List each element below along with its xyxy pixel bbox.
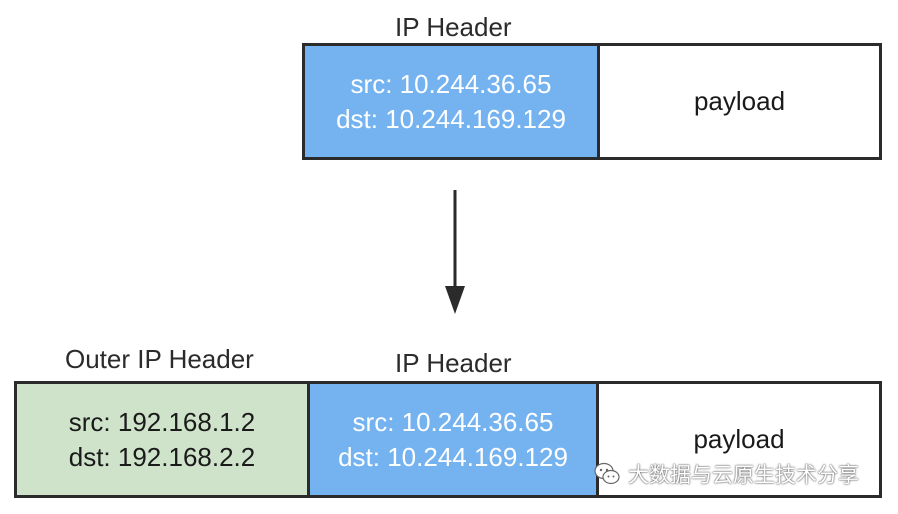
top-payload-cell: payload [597,46,879,157]
top-src-address: src: 10.244.36.65 [350,68,552,99]
bottom-payload-label: payload [693,424,785,454]
bottom-payload-cell: payload [596,384,879,495]
top-dst-address: dst: 10.244.169.129 [336,103,566,134]
inner-src-address: src: 10.244.36.65 [352,406,554,437]
watermark-text: 大数据与云原生技术分享 [628,463,859,487]
outer-dst-address: dst: 192.168.2.2 [68,441,256,472]
inner-ip-header-cell: src: 10.244.36.65 dst: 10.244.169.129 [307,384,596,495]
outer-ip-header-cell: src: 192.168.1.2 dst: 192.168.2.2 [17,384,307,495]
bottom-ip-header-title: IP Header [395,348,512,378]
top-payload-label: payload [693,86,786,116]
outer-src-address: src: 192.168.1.2 [68,406,256,437]
outer-ip-header-title: Outer IP Header [65,344,254,374]
wechat-icon [594,462,620,485]
top-ip-header-title: IP Header [395,12,512,42]
top-packet: src: 10.244.36.65 dst: 10.244.169.129 pa… [302,43,882,160]
bottom-packet: src: 192.168.1.2 dst: 192.168.2.2 src: 1… [14,381,882,498]
top-ip-header-cell: src: 10.244.36.65 dst: 10.244.169.129 [305,46,597,157]
inner-dst-address: dst: 10.244.169.129 [338,441,568,472]
watermark: 大数据与云原生技术分享 [594,459,859,489]
down-arrow-icon [445,190,465,314]
